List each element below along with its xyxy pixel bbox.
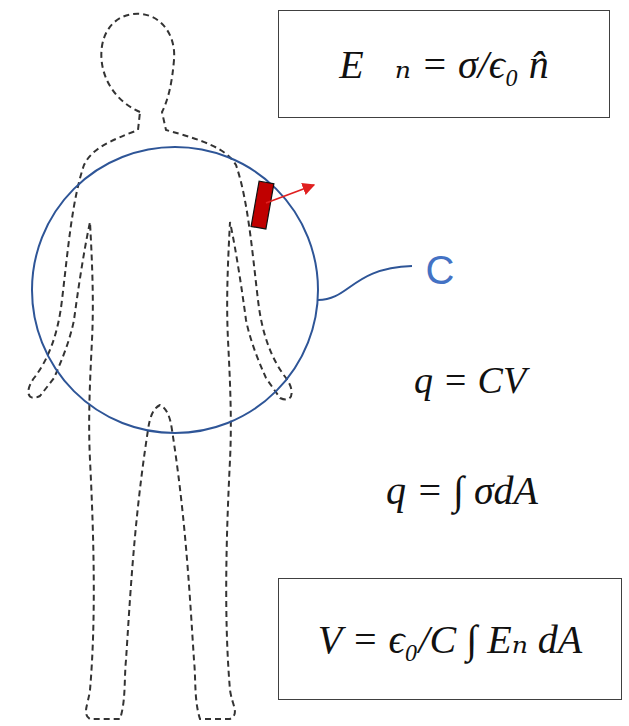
surface-patch: [251, 181, 274, 229]
normal-arrow: [266, 185, 314, 203]
formula-box: E⃗ₙ = σ/ϵ₀ n̂: [278, 10, 610, 118]
body-outline: [28, 14, 291, 719]
closed-surface: [32, 147, 318, 433]
formula-text: V = ϵ₀/C ∫ Eₙ dA: [318, 616, 583, 663]
formula-box: V = ϵ₀/C ∫ Eₙ dA: [278, 578, 622, 700]
formula-text: E⃗ₙ = σ/ϵ₀ n̂: [339, 41, 549, 88]
leader-line: [318, 266, 412, 300]
equation: q = CV: [414, 358, 526, 402]
equation: q = ∫ σdA: [386, 467, 538, 514]
surface-label: C: [426, 248, 455, 293]
